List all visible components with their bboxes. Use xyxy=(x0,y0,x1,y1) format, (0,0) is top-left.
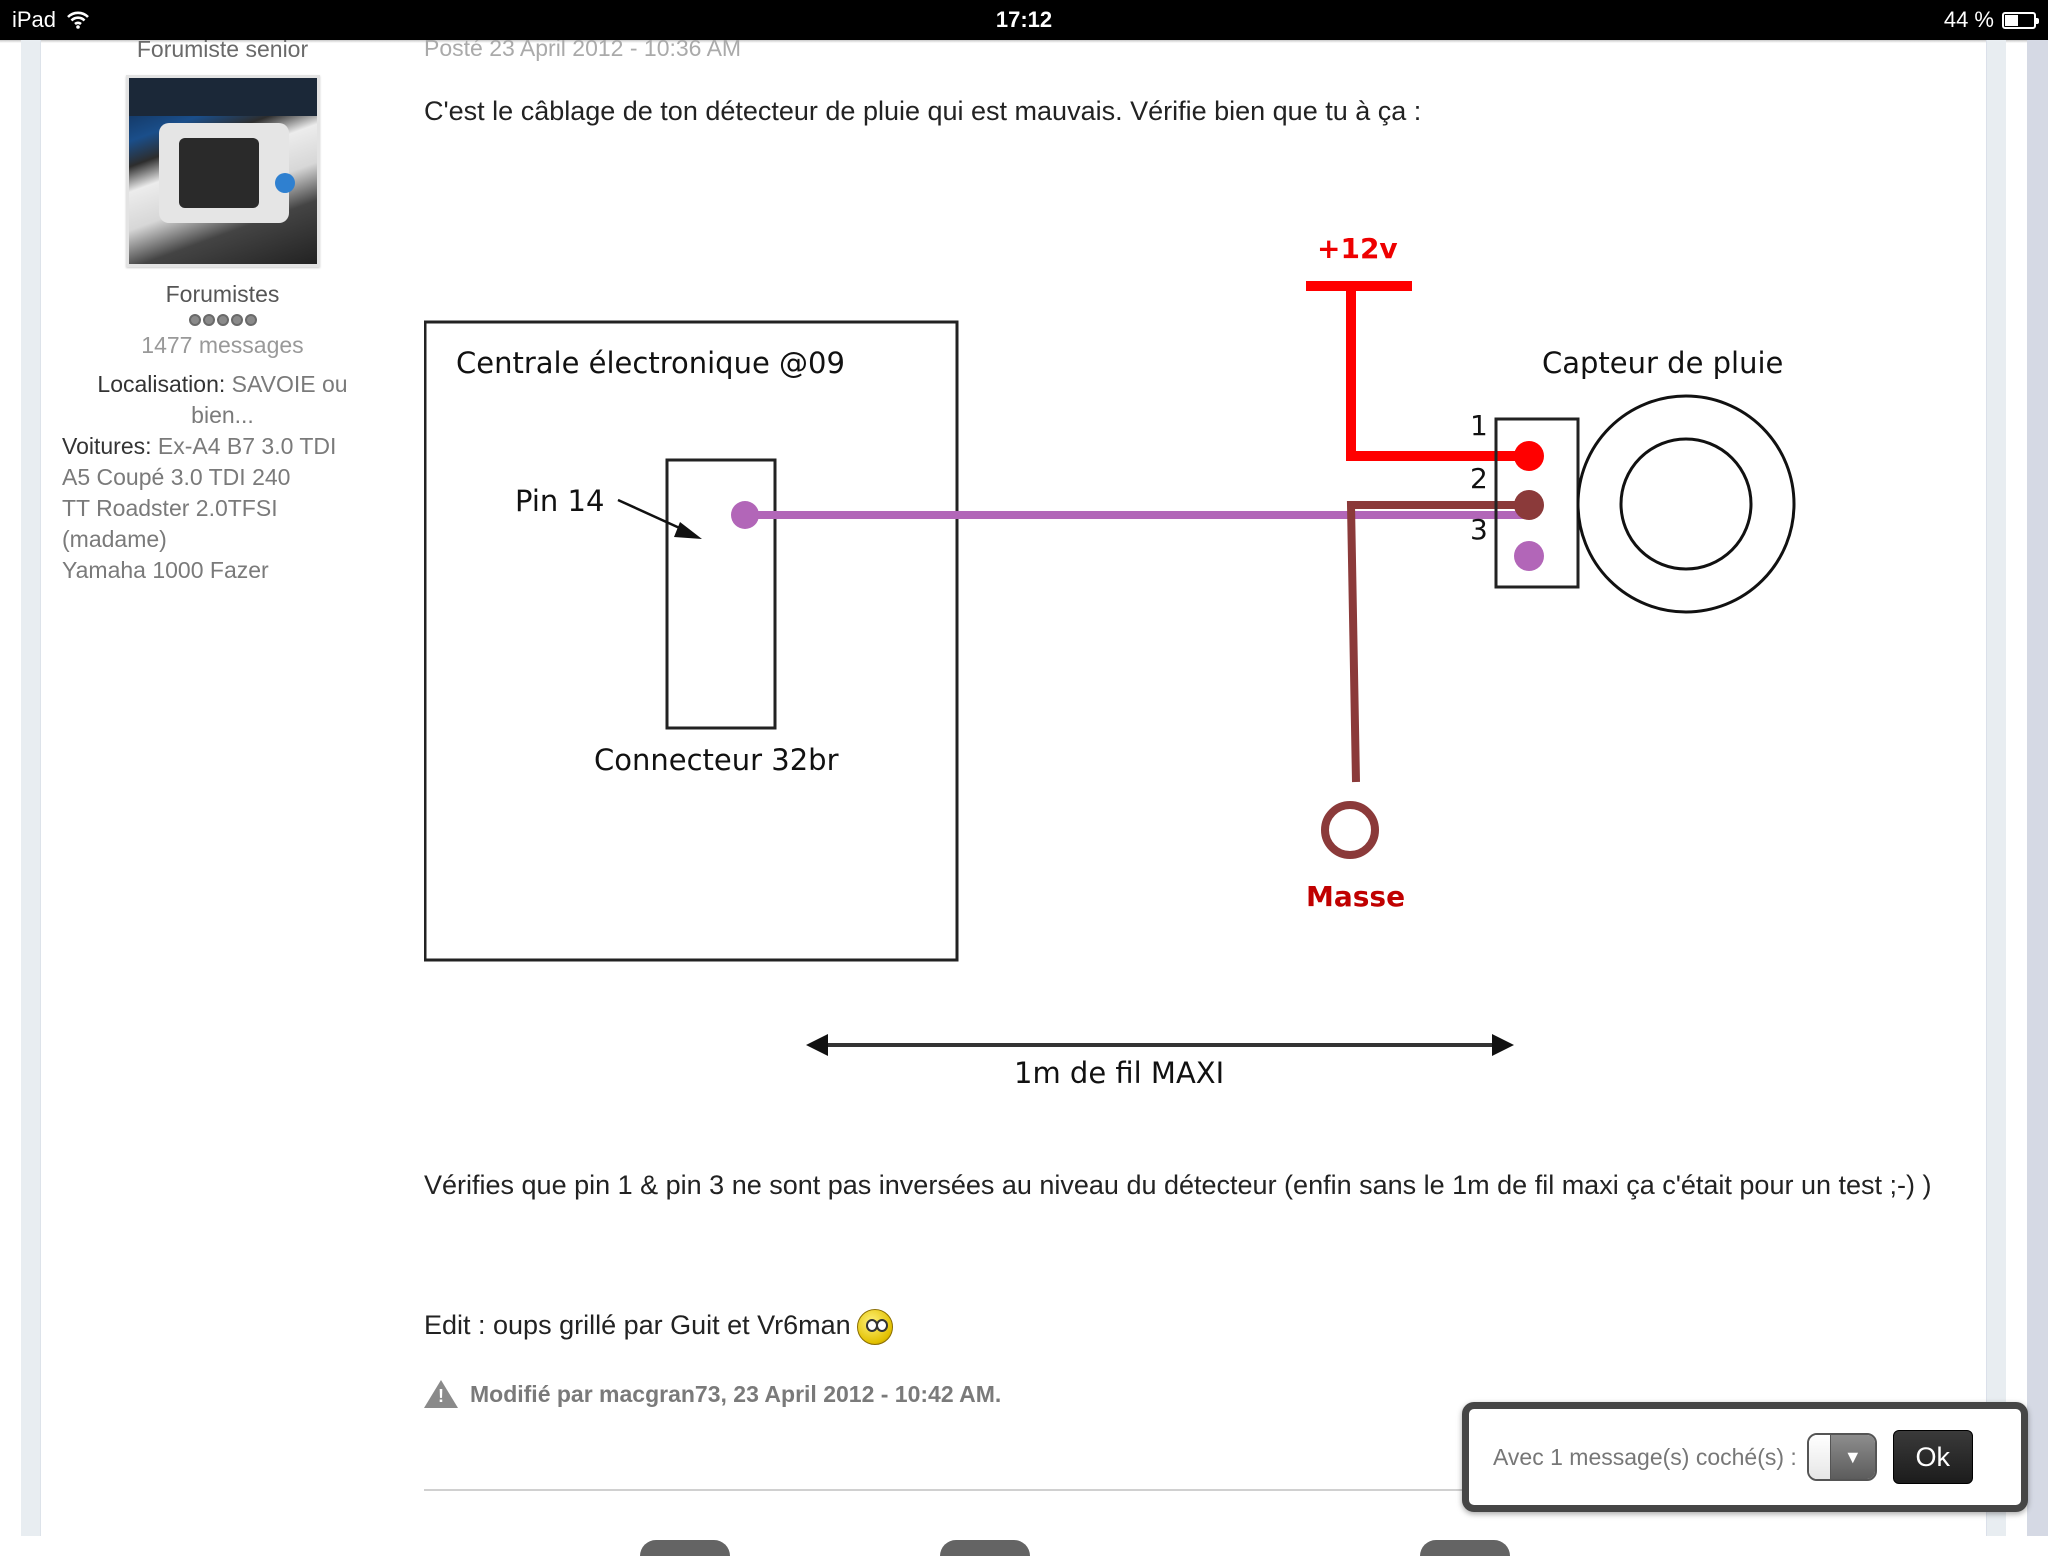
rain-sensor-outer xyxy=(1576,394,1796,614)
arrow-left-icon xyxy=(806,1034,828,1056)
pin-number: 2 xyxy=(1470,462,1488,495)
battery-percent: 44 % xyxy=(1943,7,1994,32)
post-intro: C'est le câblage de ton détecteur de plu… xyxy=(424,96,1422,126)
action-select[interactable]: ▼ xyxy=(1806,1433,1877,1481)
next-post-peek xyxy=(600,1530,1510,1556)
ios-status-bar: iPad 17:12 44 % xyxy=(0,0,2048,40)
location-value: SAVOIE ou bien... xyxy=(191,371,348,428)
rating-pip-icon xyxy=(244,314,257,326)
confused-smiley-icon xyxy=(856,1308,893,1345)
device-name: iPad xyxy=(12,7,57,32)
rain-sensor-inner xyxy=(1619,437,1753,571)
right-page-edge xyxy=(2027,40,2048,1536)
modified-text: Modifié par macgran73, 23 April 2012 - 1… xyxy=(470,1380,1002,1407)
forum-page: Forumiste senior Forumistes 1477 message… xyxy=(0,35,2048,1556)
pin-number: 1 xyxy=(1470,409,1488,442)
post-edit-note: Edit : oups grillé par Guit et Vr6man xyxy=(424,1302,893,1348)
rating-pip-icon xyxy=(202,314,215,326)
author-rank: Forumiste senior xyxy=(136,36,309,62)
author-profile: Forumiste senior Forumistes 1477 message… xyxy=(55,36,390,586)
right-page-rail xyxy=(1986,40,2006,1536)
ground-terminal xyxy=(1321,801,1379,859)
post-body: Vérifies que pin 1 & pin 3 ne sont pas i… xyxy=(424,1170,1932,1200)
car-item: TT Roadster 2.0TFSI xyxy=(62,495,278,521)
author-group: Forumistes xyxy=(165,281,280,307)
wifi-icon xyxy=(67,11,89,29)
warning-icon xyxy=(424,1380,458,1408)
location-label: Localisation: xyxy=(97,371,226,397)
car-item: Yamaha 1000 Fazer xyxy=(62,557,269,583)
battery-icon xyxy=(2002,11,2039,29)
post-divider xyxy=(424,1489,1484,1491)
author-location: Localisation: SAVOIE ou bien... xyxy=(55,369,390,431)
sensor-pin-2 xyxy=(1514,490,1544,520)
connector-box xyxy=(665,458,777,730)
ecu-box xyxy=(423,320,959,962)
car-item: A5 Coupé 3.0 TDI 240 xyxy=(62,464,291,490)
edit-note-text: Edit : oups grillé par Guit et Vr6man xyxy=(424,1310,851,1340)
author-cars: Voitures: Ex-A4 B7 3.0 TDI A5 Coupé 3.0 … xyxy=(55,431,390,586)
rating-pips xyxy=(55,314,390,326)
arrow-right-icon xyxy=(1492,1034,1514,1056)
sensor-label: Capteur de pluie xyxy=(1542,346,1783,380)
modified-note: Modifié par macgran73, 23 April 2012 - 1… xyxy=(424,1380,1001,1408)
length-label: 1m de fil MAXI xyxy=(1014,1056,1224,1090)
ecu-label: Centrale électronique @09 xyxy=(456,346,845,380)
car-item: Ex-A4 B7 3.0 TDI xyxy=(157,433,337,459)
ground-label: Masse xyxy=(1306,880,1405,913)
power-label: +12v xyxy=(1317,232,1398,265)
pin-number: 3 xyxy=(1470,513,1488,546)
cars-label: Voitures: xyxy=(62,433,152,459)
clock: 17:12 xyxy=(995,7,1053,32)
selected-count-label: Avec 1 message(s) coché(s) : xyxy=(1493,1443,1797,1470)
avatar[interactable] xyxy=(125,75,320,267)
ok-button[interactable]: Ok xyxy=(1892,1430,1973,1484)
wiring-diagram: Centrale électronique @09 Pin 14 Connect… xyxy=(423,180,1824,1130)
pin-label: Pin 14 xyxy=(515,484,604,518)
car-item: (madame) xyxy=(62,526,167,552)
rating-pip-icon xyxy=(188,314,201,326)
pin-14-dot xyxy=(731,501,759,529)
rating-pip-icon xyxy=(216,314,229,326)
chevron-down-icon: ▼ xyxy=(1830,1435,1875,1479)
arrow-head-icon xyxy=(674,522,702,539)
sensor-pin-3 xyxy=(1514,541,1544,571)
sensor-pin-1 xyxy=(1514,441,1544,471)
message-count: 1477 messages xyxy=(141,332,304,358)
selected-messages-action-bar: Avec 1 message(s) coché(s) : ▼ Ok xyxy=(1462,1402,2028,1512)
connector-label: Connecteur 32br xyxy=(594,743,839,777)
left-page-rail xyxy=(21,40,41,1536)
rating-pip-icon xyxy=(230,314,243,326)
